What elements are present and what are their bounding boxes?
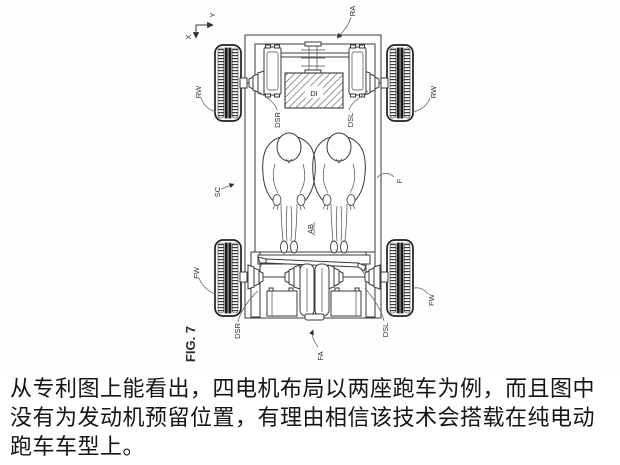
label-ab: AB [306,222,315,236]
leader-lines [198,16,431,348]
coordinate-axes: Y X [184,12,217,39]
label-dsl-front: DSL [381,323,390,338]
axis-y-label: Y [208,12,217,17]
label-fw-left: FW [192,266,201,279]
rear-left-wheel [214,44,248,122]
label-f: F [395,178,404,183]
figure-number-label: FIG. 7 [183,326,198,362]
svg-text:AB: AB [306,224,315,234]
patent-figure: Y X [183,5,438,363]
front-left-box [266,287,298,317]
front-left-wheel [214,239,248,317]
rear-right-wheel [380,44,414,122]
rear-axle-assembly: DI [247,41,381,109]
patent-diagram: Y X [183,6,438,362]
label-dsl-rear: DSL [346,113,355,128]
front-axle-assembly [247,254,381,321]
label-fw-right: FW [427,293,436,306]
axis-x-label: X [184,34,193,39]
label-ra: RA [348,6,357,16]
caption-text: 从专利图上能看出，四电机布局以两座跑车为例，而且图中没有为发动机预留位置，有理由… [10,376,596,459]
front-right-wheel [380,239,414,317]
inverter-box: DI [284,72,344,109]
front-right-box [330,287,362,317]
label-rw-right: RW [429,85,438,98]
part-labels: RA RW RW DSR DSL SC F AB FW FW DSR DSL F… [183,6,438,362]
label-fa: FA [316,351,325,360]
inverter-label: DI [310,89,318,98]
label-dsr-rear: DSR [273,112,282,128]
label-sc: SC [213,186,222,197]
label-rw-left: RW [194,85,203,98]
label-dsr-front: DSR [233,323,242,339]
